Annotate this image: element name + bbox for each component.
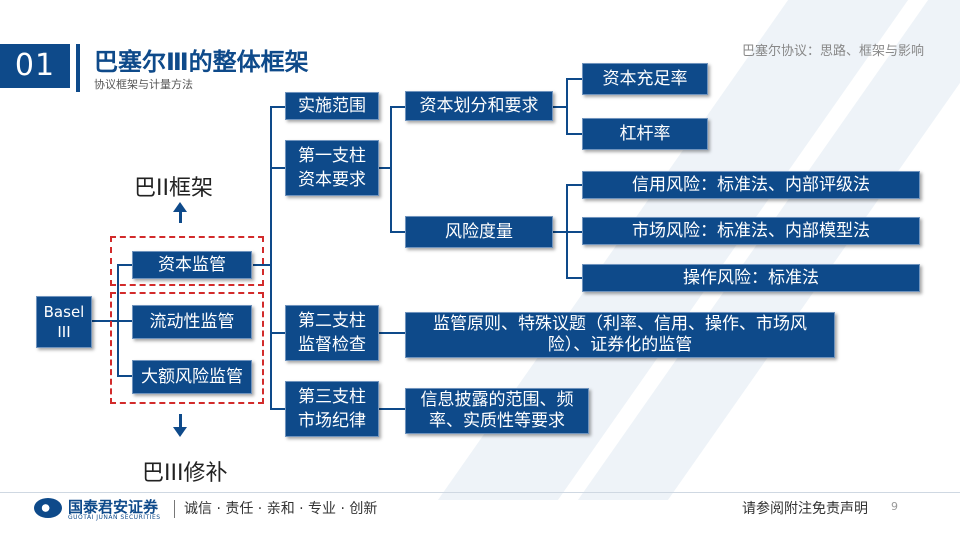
section-number: 01	[0, 44, 70, 88]
arrow-up-icon	[173, 202, 187, 212]
arrow-down-icon	[173, 427, 187, 437]
company-logo-icon	[34, 498, 62, 518]
footer-separator	[174, 500, 175, 518]
credit-risk-node: 信用风险：标准法、内部评级法	[582, 171, 920, 199]
pillar3-line2: 市场纪律	[298, 411, 366, 431]
capital-regulation-node: 资本监管	[132, 251, 252, 279]
root-line1: Basel	[43, 303, 85, 321]
arrow-up-shaft	[179, 211, 182, 223]
basel3-dashed-frame	[110, 292, 264, 404]
basel2-caption: 巴II框架	[134, 176, 213, 201]
pillar1-line2: 资本要求	[298, 170, 366, 190]
page-title: 巴塞尔Ⅲ的整体框架	[94, 48, 309, 76]
pillar3-detail-line2: 率、实质性等要求	[429, 411, 565, 431]
pillar2-detail-line1: 监管原则、特殊议题（利率、信用、操作、市场风	[433, 314, 807, 334]
company-slogan: 诚信 · 责任 · 亲和 · 专业 · 创新	[184, 501, 378, 517]
footer-divider	[0, 492, 960, 493]
liquidity-regulation-node: 流动性监管	[132, 305, 252, 339]
large-exposure-node: 大额风险监管	[132, 360, 252, 394]
pillar2-line1: 第二支柱	[298, 311, 366, 331]
arrow-down-shaft	[179, 414, 182, 428]
scope-node: 实施范围	[285, 92, 379, 120]
header-caption: 巴塞尔协议：思路、框架与影响	[741, 44, 924, 59]
pillar1-node: 第一支柱 资本要求	[285, 140, 379, 196]
root-line2: III	[57, 323, 71, 341]
pillar2-line2: 监督检查	[298, 335, 366, 355]
page-subtitle: 协议框架与计量方法	[94, 78, 193, 91]
pillar2-detail-node: 监管原则、特殊议题（利率、信用、操作、市场风 险）、证券化的监管	[405, 312, 835, 358]
company-logo-name: 国泰君安证券	[68, 498, 159, 516]
company-logo-english: GUOTAI JUNAN SECURITIES	[68, 514, 161, 521]
basel3-caption: 巴III修补	[142, 461, 228, 486]
car-node: 资本充足率	[582, 63, 708, 95]
disclaimer-text: 请参阅附注免责声明	[742, 501, 868, 517]
basel2-dashed-frame	[110, 236, 264, 286]
pillar2-detail-line2: 险）、证券化的监管	[547, 335, 693, 355]
pillar2-node: 第二支柱 监督检查	[285, 305, 379, 361]
risk-measurement-node: 风险度量	[405, 216, 553, 248]
pillar3-line1: 第三支柱	[298, 387, 366, 407]
market-risk-node: 市场风险：标准法、内部模型法	[582, 217, 920, 245]
basel3-root-node: Basel III	[36, 296, 92, 348]
header-divider	[76, 44, 80, 92]
capital-definition-node: 资本划分和要求	[405, 91, 553, 121]
page-number: 9	[891, 500, 898, 513]
leverage-ratio-node: 杠杆率	[582, 118, 708, 150]
pillar3-detail-line1: 信息披露的范围、频	[420, 390, 574, 410]
operational-risk-node: 操作风险：标准法	[582, 264, 920, 292]
pillar3-detail-node: 信息披露的范围、频 率、实质性等要求	[405, 388, 589, 434]
pillar1-line1: 第一支柱	[298, 146, 366, 166]
pillar3-node: 第三支柱 市场纪律	[285, 381, 379, 437]
